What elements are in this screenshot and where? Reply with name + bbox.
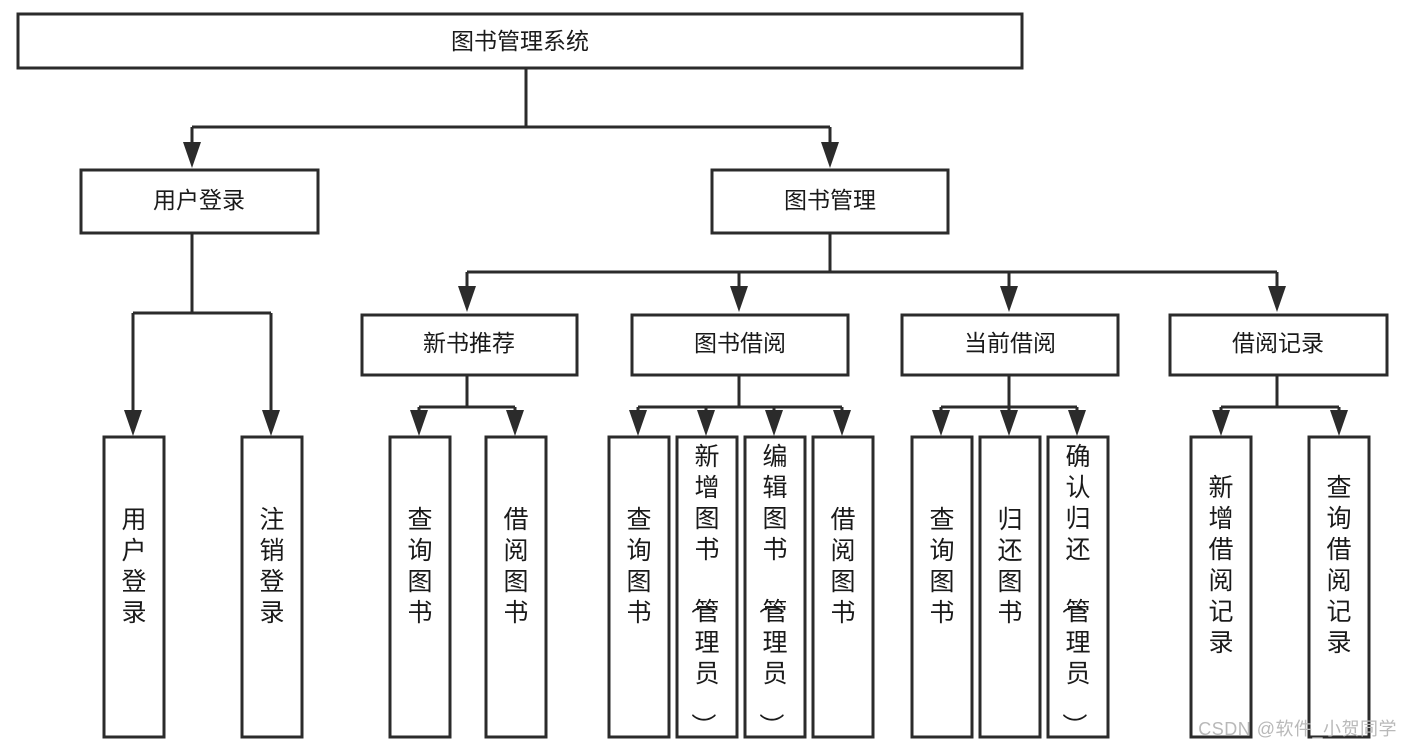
node-leaf-9[interactable]: 查询图书 [910, 435, 974, 739]
node-newbook-label: 新书推荐 [423, 330, 515, 356]
arrow-head-leaf-3 [410, 410, 428, 436]
node-leaf-12-label: 新增借阅记录 [1208, 474, 1233, 657]
node-leaf-6[interactable]: 新增图书（管理员） [675, 435, 739, 739]
node-leaf-4-box[interactable] [484, 435, 548, 739]
arrow-head-borrow [730, 286, 748, 312]
connector-group-newbook [410, 375, 524, 436]
arrow-head-bookmgmt [821, 142, 839, 168]
node-login[interactable]: 用户登录 [79, 168, 320, 235]
arrow-head-newbook [458, 286, 476, 312]
node-leaf-1-box[interactable] [102, 435, 166, 739]
node-leaf-9-box[interactable] [910, 435, 974, 739]
node-leaf-2[interactable]: 注销登录 [240, 435, 304, 739]
node-leaf-11-label: 确认归还（管理员） [1059, 443, 1090, 738]
node-current-label: 当前借阅 [964, 330, 1056, 356]
arrow-head-leaf-1 [124, 410, 142, 436]
node-leaf-12[interactable]: 新增借阅记录 [1189, 435, 1253, 739]
node-borrow[interactable]: 图书借阅 [630, 313, 850, 377]
node-leaf-10-label: 归还图书 [997, 506, 1022, 627]
node-leaf-5-box[interactable] [607, 435, 671, 739]
node-leaf-10[interactable]: 归还图书 [978, 435, 1042, 739]
node-newbook-box[interactable] [360, 313, 579, 377]
node-leaf-3[interactable]: 查询图书 [388, 435, 452, 739]
node-leaf-8-label: 借阅图书 [830, 506, 855, 627]
node-records-label: 借阅记录 [1232, 330, 1324, 356]
node-leaf-1-label: 用户登录 [121, 506, 146, 627]
connector-group-current [932, 375, 1086, 436]
node-leaf-9-label: 查询图书 [929, 506, 954, 627]
node-leaf-8[interactable]: 借阅图书 [811, 435, 875, 739]
arrow-head-current [1000, 286, 1018, 312]
arrow-head-records [1268, 286, 1286, 312]
node-bookmgmt-box[interactable] [710, 168, 950, 235]
node-leaf-7-box[interactable] [743, 435, 807, 739]
node-leaf-3-box[interactable] [388, 435, 452, 739]
connector-group-root [183, 68, 839, 168]
node-current-box[interactable] [900, 313, 1120, 377]
connector-group-bookmgmt [458, 233, 1286, 312]
node-borrow-box[interactable] [630, 313, 850, 377]
arrow-head-login [183, 142, 201, 168]
arrow-head-leaf-12 [1212, 410, 1230, 436]
arrow-head-leaf-11 [1068, 410, 1086, 436]
node-root[interactable]: 图书管理系统 [16, 12, 1024, 70]
arrow-head-leaf-4 [506, 410, 524, 436]
node-leaf-11-box[interactable] [1046, 435, 1110, 739]
node-records-box[interactable] [1168, 313, 1389, 377]
node-borrow-label: 图书借阅 [694, 330, 786, 356]
node-leaf-2-box[interactable] [240, 435, 304, 739]
node-leaf-1[interactable]: 用户登录 [102, 435, 166, 739]
arrow-head-leaf-5 [629, 410, 647, 436]
node-login-box[interactable] [79, 168, 320, 235]
node-leaf-7[interactable]: 编辑图书（管理员） [743, 435, 807, 739]
node-leaf-7-label: 编辑图书（管理员） [756, 443, 787, 738]
node-leaf-6-box[interactable] [675, 435, 739, 739]
node-leaf-13-label: 查询借阅记录 [1326, 474, 1351, 657]
node-bookmgmt[interactable]: 图书管理 [710, 168, 950, 235]
node-leaf-5[interactable]: 查询图书 [607, 435, 671, 739]
node-leaf-10-box[interactable] [978, 435, 1042, 739]
node-leaf-2-label: 注销登录 [259, 506, 284, 627]
node-leaf-5-label: 查询图书 [626, 506, 651, 627]
arrow-head-leaf-8 [833, 410, 851, 436]
node-root-box[interactable] [16, 12, 1024, 70]
leaf-nodes-group: 用户登录 注销登录 查询图书 借阅图书 查询图书 新增图书（管理员） [102, 435, 1371, 739]
node-login-label: 用户登录 [153, 187, 245, 213]
node-leaf-13[interactable]: 查询借阅记录 [1307, 435, 1371, 739]
node-leaf-4-label: 借阅图书 [503, 506, 528, 627]
node-leaf-11[interactable]: 确认归还（管理员） [1046, 435, 1110, 739]
arrow-head-leaf-9 [932, 410, 950, 436]
connector-group-login [124, 233, 280, 436]
node-leaf-8-box[interactable] [811, 435, 875, 739]
node-leaf-13-box[interactable] [1307, 435, 1371, 739]
arrow-head-leaf-13 [1330, 410, 1348, 436]
node-root-label: 图书管理系统 [451, 28, 589, 54]
connector-group-records [1212, 375, 1348, 436]
node-leaf-12-box[interactable] [1189, 435, 1253, 739]
arrow-head-leaf-7 [765, 410, 783, 436]
node-current[interactable]: 当前借阅 [900, 313, 1120, 377]
arrow-head-leaf-2 [262, 410, 280, 436]
arrow-head-leaf-6 [697, 410, 715, 436]
node-leaf-6-label: 新增图书（管理员） [688, 443, 719, 738]
node-newbook[interactable]: 新书推荐 [360, 313, 579, 377]
node-leaf-4[interactable]: 借阅图书 [484, 435, 548, 739]
connector-group-borrow [629, 375, 851, 436]
arrow-head-leaf-10 [1000, 410, 1018, 436]
node-leaf-3-label: 查询图书 [407, 506, 432, 627]
node-records[interactable]: 借阅记录 [1168, 313, 1389, 377]
node-bookmgmt-label: 图书管理 [784, 187, 876, 213]
